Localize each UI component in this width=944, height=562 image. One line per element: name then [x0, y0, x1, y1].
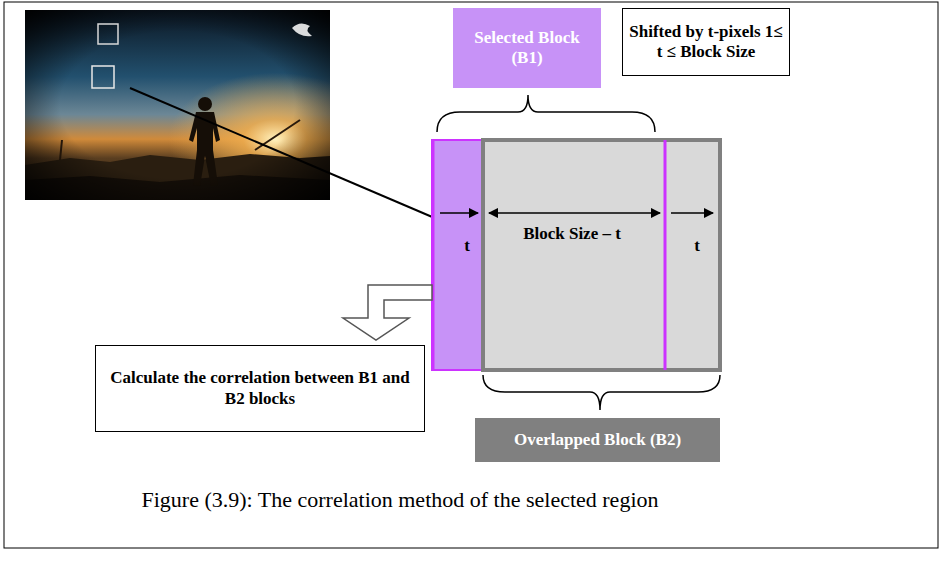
channel-logo: [292, 23, 312, 36]
region-square: [92, 66, 114, 88]
brace: [483, 375, 720, 410]
shift-label: t: [694, 236, 700, 256]
shift-label: t: [464, 236, 470, 256]
box-text: Overlapped Block (B2): [514, 430, 681, 450]
shift-arrow: [440, 212, 478, 214]
block-label-box: Overlapped Block (B2): [475, 418, 720, 462]
hollow-arrow: [343, 285, 432, 340]
block-label-box: Selected Block (B1): [453, 8, 601, 88]
process-box: Calculate the correlation between B1 and…: [95, 345, 425, 432]
region-square: [98, 24, 118, 44]
note-box: Shifted by t-pixels 1≤ t ≤ Block Size: [622, 8, 790, 76]
brace: [437, 95, 655, 132]
video-frame-photo: [25, 10, 330, 200]
block-pair: [432, 140, 720, 370]
dimension-arrow: [489, 212, 660, 214]
pointer-arrow: [130, 88, 458, 228]
figure-frame: [4, 2, 938, 548]
box-text: Shifted by t-pixels 1≤ t ≤ Block Size: [629, 22, 783, 63]
shift-arrow: [671, 212, 713, 214]
box-text: Selected Block (B1): [459, 28, 595, 69]
figure-caption: Figure (3.9): The correlation method of …: [141, 487, 658, 513]
box-text: Calculate the correlation between B1 and…: [110, 368, 410, 409]
dimension-label: Block Size – t: [523, 224, 621, 244]
